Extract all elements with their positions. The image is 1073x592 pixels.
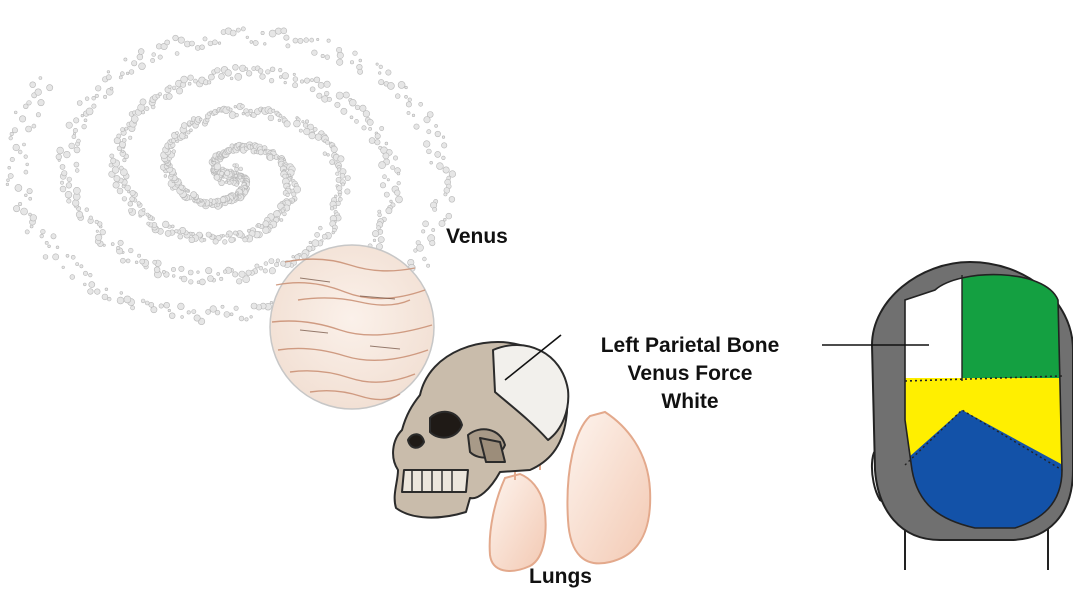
venus-label: Venus — [446, 224, 508, 249]
head-back-view-image — [872, 262, 1073, 570]
lungs-label: Lungs — [529, 564, 592, 589]
bone-label: Left Parietal Bone — [560, 332, 820, 360]
force-label: Venus Force — [560, 360, 820, 388]
color-label: White — [560, 388, 820, 416]
venus-planet-image — [270, 245, 434, 409]
parietal-caption: Left Parietal Bone Venus Force White — [560, 332, 820, 416]
